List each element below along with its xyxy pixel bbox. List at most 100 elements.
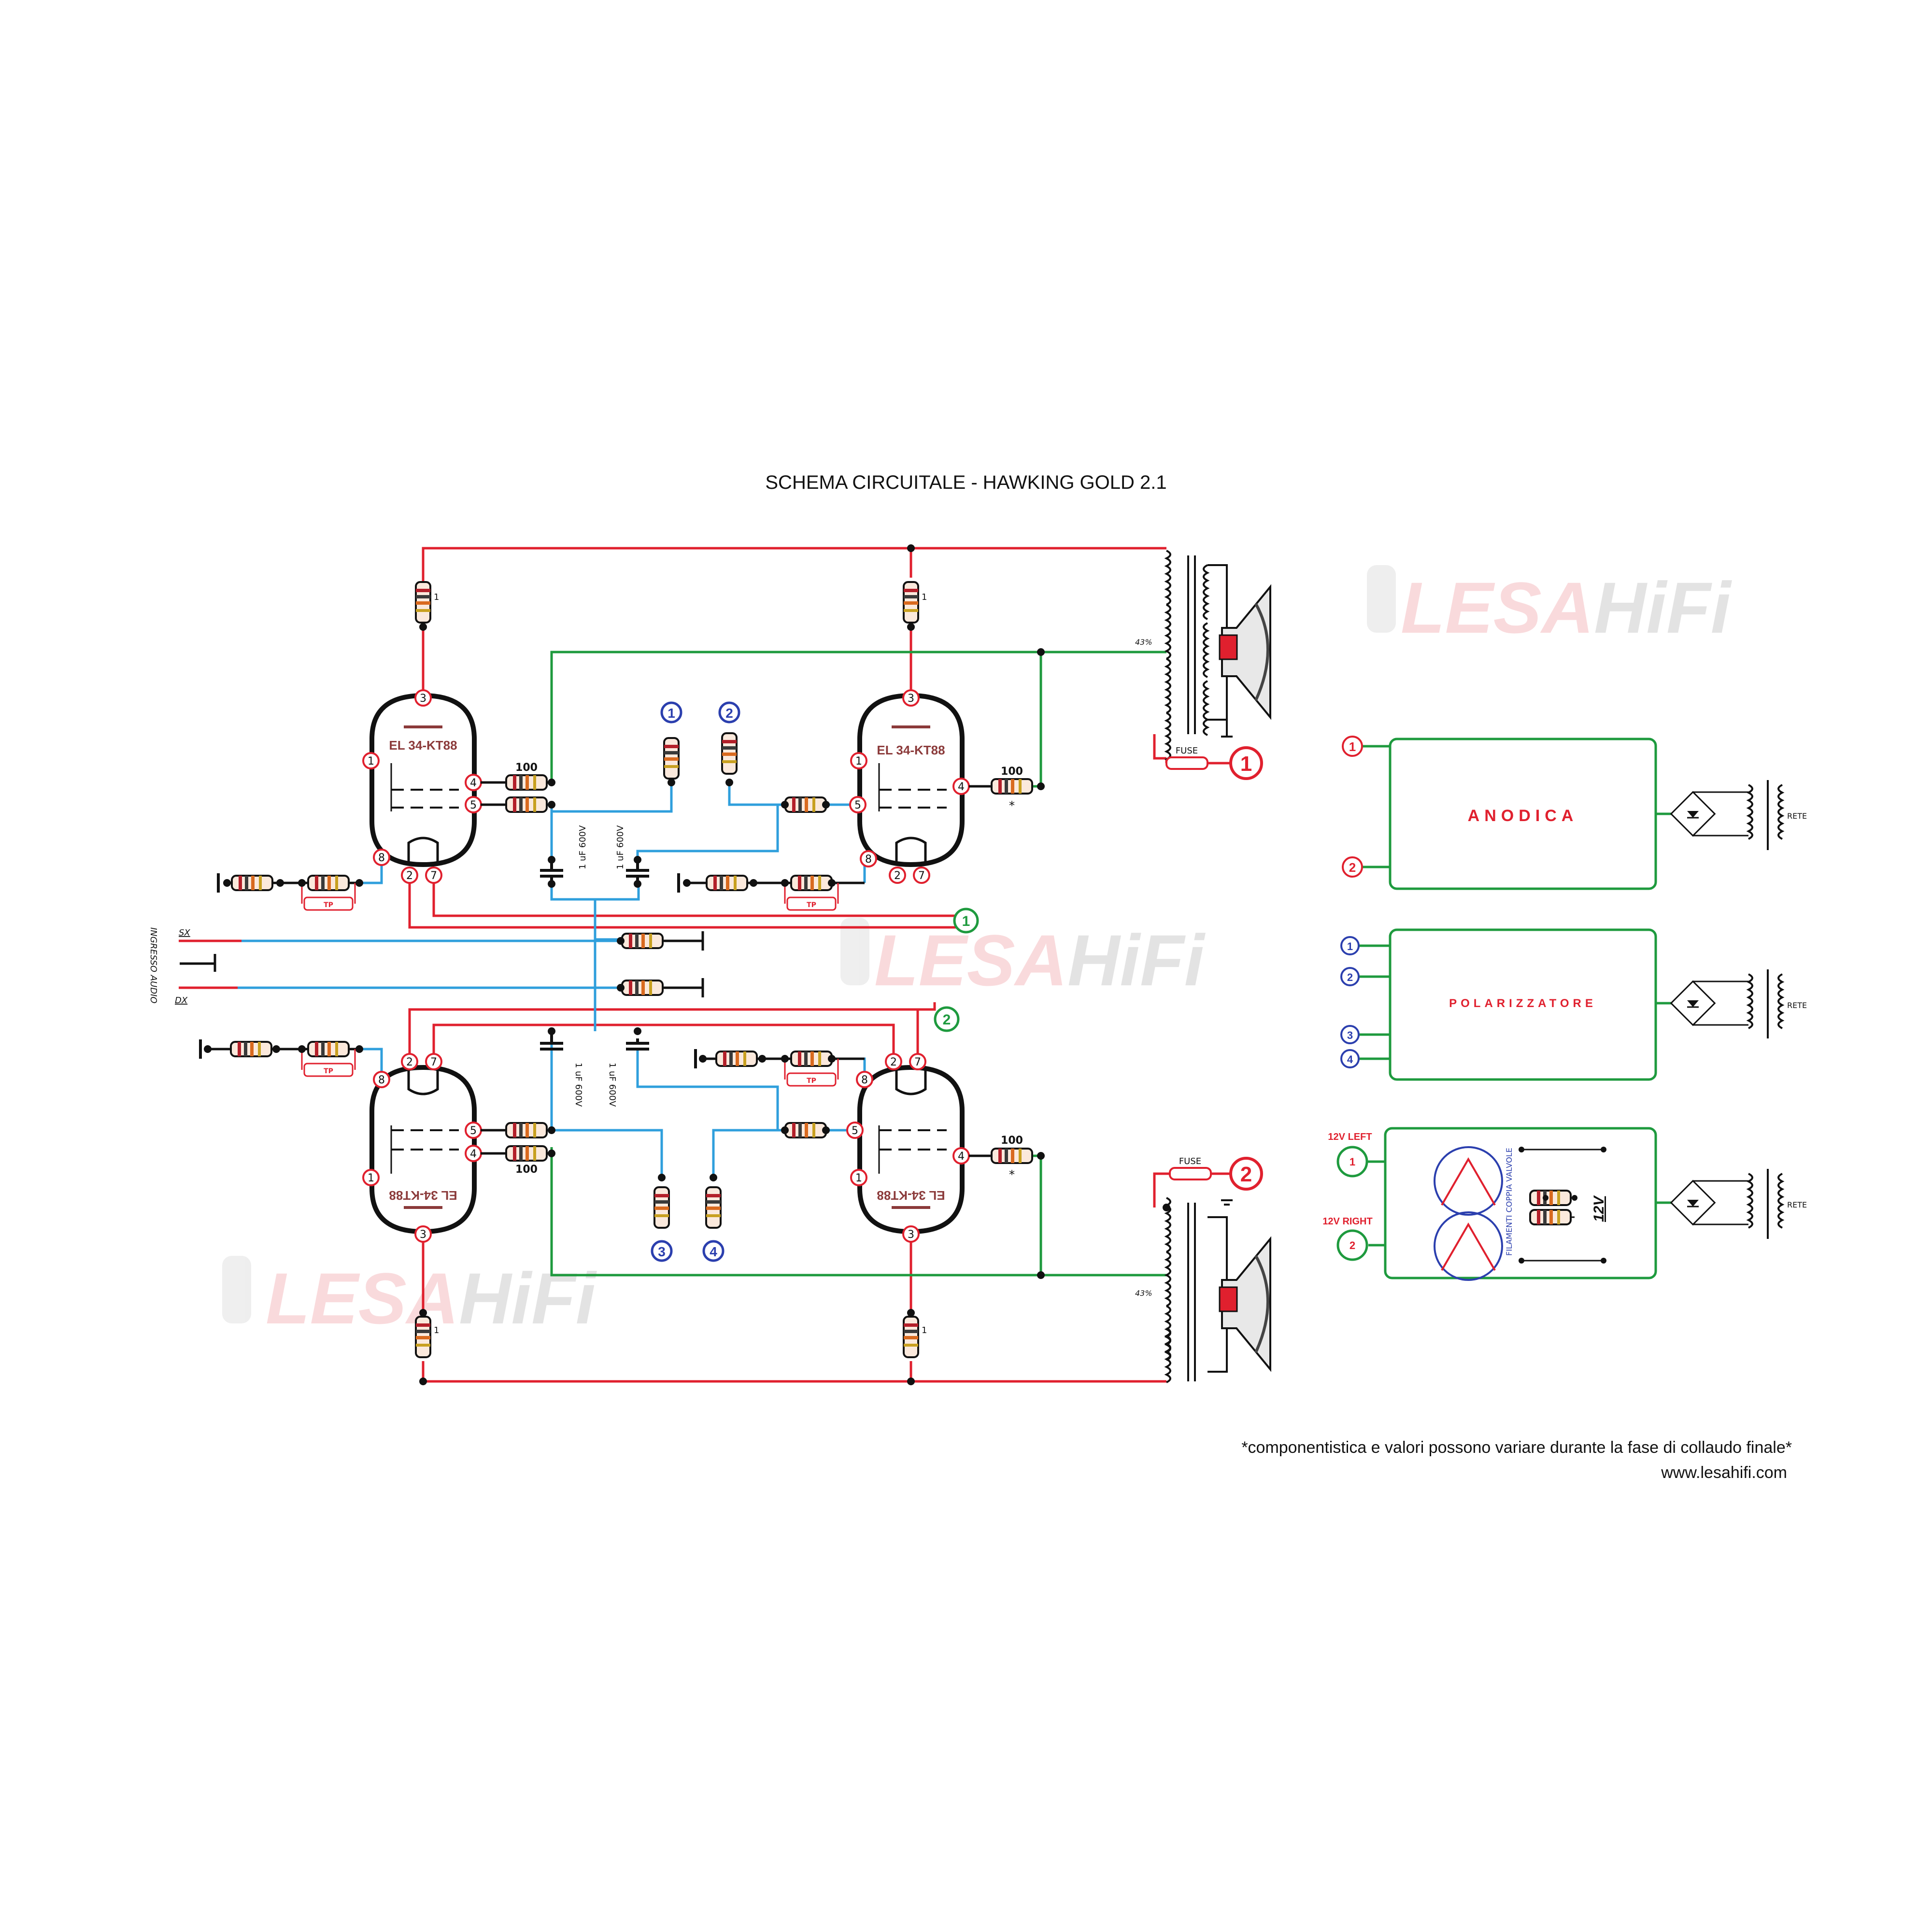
svg-text:TP: TP [807, 1077, 816, 1085]
capacitor-label: 1 uF 600V [578, 825, 588, 869]
svg-text:3: 3 [908, 1229, 914, 1241]
svg-text:1: 1 [434, 592, 439, 602]
svg-text:4: 4 [958, 781, 965, 793]
resistor-bias [663, 737, 680, 780]
pin-8: 8 [860, 850, 877, 867]
pin-7: 7 [913, 867, 930, 884]
footer-website[interactable]: www.lesahifi.com [1661, 1463, 1787, 1482]
watermark-bottom: LESAHiFi [222, 1256, 597, 1339]
tp-label: TP [324, 901, 333, 909]
heater-left-label: 12V LEFT [1328, 1132, 1372, 1142]
connectors: 1 2 3 4 1 2 1 2 [651, 701, 1263, 1262]
tube-top-left: EL 34-KT88 [369, 693, 477, 867]
watermark-middle: LESAHiFi [840, 918, 1206, 1001]
svg-text:100: 100 [1001, 1135, 1023, 1147]
pin-2: 2 [885, 1053, 902, 1070]
page-title: SCHEMA CIRCUITALE - HAWKING GOLD 2.1 [765, 472, 1166, 493]
output-stage-bottom: 43% FUSE [1135, 1156, 1271, 1383]
resistor-plate [415, 1316, 431, 1358]
svg-text:*: * [1009, 799, 1015, 812]
pin-7: 7 [909, 1053, 926, 1070]
svg-text:4: 4 [470, 1148, 477, 1160]
pin-5: 5 [846, 1122, 864, 1139]
resistor-grid [784, 1122, 827, 1138]
svg-text:LESAHiFi: LESAHiFi [1401, 567, 1733, 648]
pin-3: 3 [902, 689, 920, 707]
svg-text:2: 2 [890, 1056, 897, 1068]
svg-text:1: 1 [922, 592, 927, 602]
pin-3: 3 [414, 1225, 432, 1243]
tube-label: EL 34-KT88 [877, 743, 945, 757]
pin-1: 1 [362, 1169, 380, 1186]
watermark-lesa: LESA [1401, 567, 1594, 648]
svg-text:4: 4 [710, 1244, 717, 1259]
output-stage-top: 43% FUSE [1135, 550, 1271, 770]
svg-text:3: 3 [908, 693, 914, 705]
svg-text:1: 1 [668, 706, 675, 721]
svg-text:3: 3 [658, 1244, 666, 1259]
svg-text:RETE: RETE [1787, 1001, 1807, 1010]
pin-8: 8 [856, 1071, 873, 1088]
svg-text:1: 1 [1240, 752, 1252, 776]
resistor-screen [991, 1148, 1033, 1164]
svg-text:1: 1 [368, 1172, 374, 1184]
svg-text:2: 2 [406, 1056, 413, 1068]
pin-4: 4 [465, 774, 482, 791]
rete-label: RETE [1787, 811, 1807, 821]
pin-8: 8 [373, 1071, 390, 1088]
svg-text:TP: TP [807, 901, 816, 909]
svg-text:4: 4 [470, 777, 477, 789]
resistor-screen [505, 774, 548, 791]
tube-label: EL 34-KT88 [389, 738, 457, 753]
svg-text:TP: TP [324, 1067, 333, 1075]
resistor-input [621, 933, 664, 949]
svg-text:2: 2 [1349, 860, 1356, 875]
bias-connector-3: 3 [651, 1240, 673, 1262]
svg-text:LESAHiFi: LESAHiFi [874, 920, 1206, 1001]
polarizzatore-title: POLARIZZATORE [1449, 997, 1597, 1010]
resistor-grid [505, 796, 548, 813]
svg-text:8: 8 [865, 853, 872, 866]
pin-3: 3 [414, 689, 432, 707]
resistor-bias [721, 732, 738, 775]
pin-2: 2 [889, 867, 906, 884]
resistor-bias [653, 1186, 670, 1229]
svg-text:3: 3 [420, 1229, 426, 1241]
resistor-plate [903, 581, 919, 624]
resistor-plate [903, 1316, 919, 1358]
resistor-screen [991, 778, 1033, 795]
svg-text:43%: 43% [1135, 1289, 1152, 1298]
svg-text:2: 2 [943, 1012, 951, 1028]
fuse-label: FUSE [1176, 746, 1198, 756]
resistor-value: 100 [515, 762, 538, 774]
anodica-title: ANODICA [1468, 807, 1578, 825]
svg-text:7: 7 [918, 870, 925, 882]
svg-text:4: 4 [958, 1151, 965, 1163]
svg-text:3: 3 [420, 693, 426, 705]
svg-text:1: 1 [1350, 1156, 1355, 1168]
pin-3: 3 [902, 1225, 920, 1243]
svg-text:7: 7 [430, 1056, 437, 1068]
resistor-grid [505, 1122, 548, 1138]
svg-text:2: 2 [1350, 1239, 1355, 1251]
svg-text:1: 1 [855, 1172, 862, 1184]
resistor-bias [705, 1186, 722, 1229]
svg-text:1: 1 [962, 913, 970, 929]
svg-text:8: 8 [861, 1074, 868, 1086]
module-heater: 12V LEFT 12V RIGHT 1 2 FILAMENTI COPPIA … [1322, 1132, 1807, 1281]
input-right-label: DX [175, 995, 188, 1006]
pin-4: 4 [952, 1147, 970, 1165]
pin-5: 5 [465, 1122, 482, 1139]
svg-text:1: 1 [368, 755, 374, 767]
svg-text:100: 100 [1001, 766, 1023, 778]
pin-2: 2 [401, 1053, 418, 1070]
footer-note: *componentistica e valori possono variar… [1241, 1438, 1792, 1457]
audio-input: INGRESSO AUDIO SX DX [148, 927, 242, 1006]
svg-text:RETE: RETE [1787, 1200, 1807, 1209]
svg-text:5: 5 [852, 1125, 858, 1137]
svg-text:1: 1 [1349, 739, 1356, 754]
resistors: 1 1 1 1 100 100 * 100 100 * [199, 581, 1033, 1358]
svg-text:2: 2 [406, 870, 413, 882]
svg-text:2: 2 [1240, 1163, 1252, 1186]
pin-8: 8 [373, 849, 390, 866]
